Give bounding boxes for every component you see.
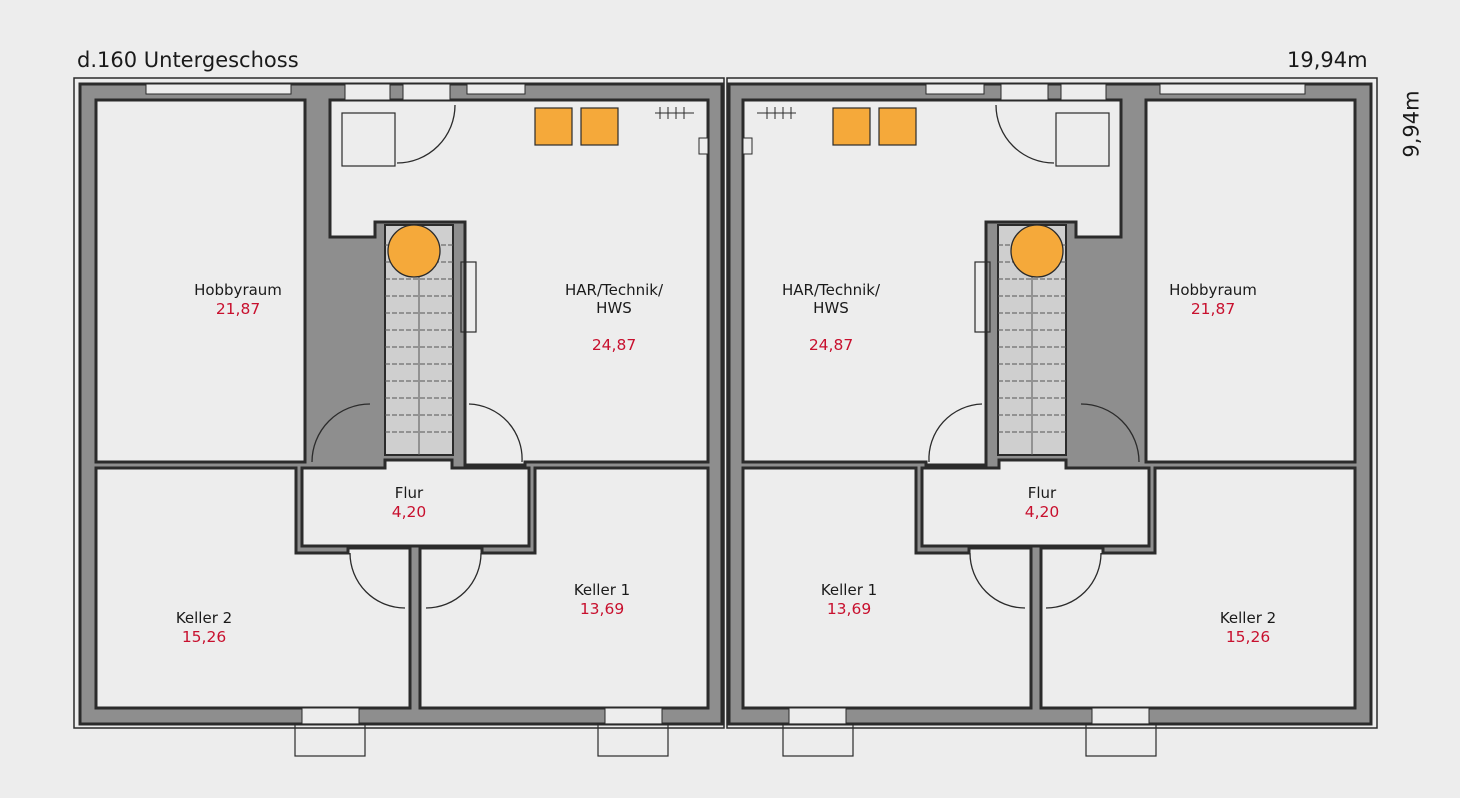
- room-name: Keller 2: [175, 609, 233, 627]
- room-area: 24,87: [808, 336, 854, 354]
- room-name: HAR/Technik/ HWS: [781, 281, 881, 317]
- room-area: 21,87: [1190, 300, 1236, 318]
- outer-outline-left: [73, 77, 725, 729]
- boiler-left-2: [580, 107, 619, 146]
- room-label-keller2-right: Keller 2 15,26: [1168, 609, 1328, 646]
- room-name: Hobbyraum: [194, 281, 282, 299]
- radiator-left: [460, 261, 477, 333]
- room-area: 15,26: [1225, 628, 1271, 646]
- tank-right: [1010, 224, 1064, 278]
- room-label-flur-right: Flur 4,20: [962, 484, 1122, 521]
- room-name: Keller 1: [820, 581, 878, 599]
- door-swings-right: [928, 104, 1140, 609]
- room-label-keller1-right: Keller 1 13,69: [769, 581, 929, 618]
- room-area: 13,69: [826, 600, 872, 618]
- windows-left-bottom: [301, 707, 663, 725]
- room-label-flur-left: Flur 4,20: [329, 484, 489, 521]
- room-label-hobbyraum-right: Hobbyraum 21,87: [1133, 281, 1293, 318]
- plan-title: d.160 Untergeschoss: [77, 48, 299, 72]
- room-name: Keller 1: [573, 581, 631, 599]
- tank-left: [387, 224, 441, 278]
- wall-box-left: [698, 137, 709, 155]
- room-name: Flur: [1027, 484, 1057, 502]
- room-label-technik-right: HAR/Technik/ HWS 24,87: [751, 263, 911, 372]
- room-area: 24,87: [591, 336, 637, 354]
- boiler-right-2: [832, 107, 871, 146]
- room-name: Keller 2: [1219, 609, 1277, 627]
- door-swings-left: [311, 104, 523, 609]
- windows-left-top: [145, 83, 526, 101]
- light-wells-right: [782, 112, 1157, 757]
- room-area: 13,69: [579, 600, 625, 618]
- width-dimension: 19,94m: [1287, 48, 1368, 72]
- room-area: 4,20: [391, 503, 427, 521]
- room-area: 4,20: [1024, 503, 1060, 521]
- boiler-left-1: [534, 107, 573, 146]
- room-label-hobbyraum-left: Hobbyraum 21,87: [158, 281, 318, 318]
- room-label-keller2-left: Keller 2 15,26: [124, 609, 284, 646]
- wall-box-right: [742, 137, 753, 155]
- manifold-right: [757, 107, 796, 119]
- boiler-right-1: [878, 107, 917, 146]
- room-area: 21,87: [215, 300, 261, 318]
- room-name: Flur: [394, 484, 424, 502]
- light-wells-left: [294, 112, 669, 757]
- room-name: Hobbyraum: [1169, 281, 1257, 299]
- room-name: HAR/Technik/ HWS: [564, 281, 664, 317]
- unit-left: [78, 82, 724, 757]
- room-label-technik-left: HAR/Technik/ HWS 24,87: [534, 263, 694, 372]
- room-area: 15,26: [181, 628, 227, 646]
- unit-right: [727, 82, 1373, 757]
- room-label-keller1-left: Keller 1 13,69: [522, 581, 682, 618]
- manifold-left: [655, 107, 694, 119]
- outer-outline-right: [726, 77, 1378, 729]
- windows-right-bottom: [788, 707, 1150, 725]
- windows-right-top: [925, 83, 1306, 101]
- stair-steps-right: [998, 244, 1066, 433]
- depth-dimension: 9,94m: [1399, 90, 1424, 158]
- radiator-right: [974, 261, 991, 333]
